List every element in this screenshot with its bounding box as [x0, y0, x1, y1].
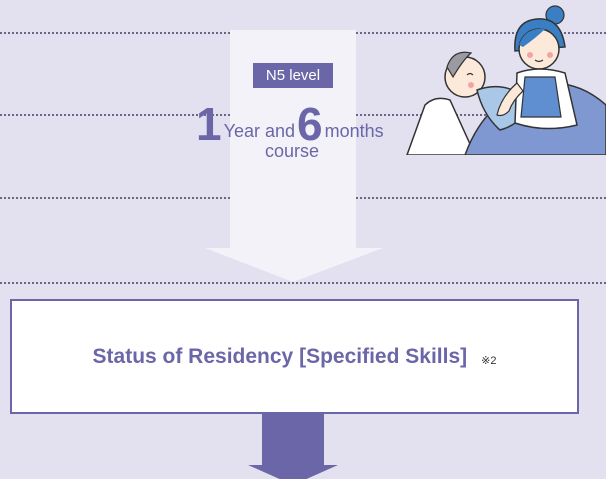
years-text: Year and: [223, 121, 295, 141]
caregiver-with-patient-icon: [406, 5, 606, 155]
months-number: 6: [297, 98, 323, 150]
status-title: Status of Residency [Specified Skills]: [92, 344, 468, 368]
dotted-divider: [0, 282, 606, 284]
course-duration: 1 Year and 6 months: [196, 98, 386, 150]
status-of-residency-box: Status of Residency [Specified Skills] ※…: [10, 299, 579, 414]
months-text: months: [324, 121, 384, 141]
level-badge: N5 level: [253, 63, 333, 88]
years-number: 1: [196, 98, 222, 150]
footnote-marker: ※2: [481, 355, 497, 367]
course-label: course: [265, 141, 320, 161]
